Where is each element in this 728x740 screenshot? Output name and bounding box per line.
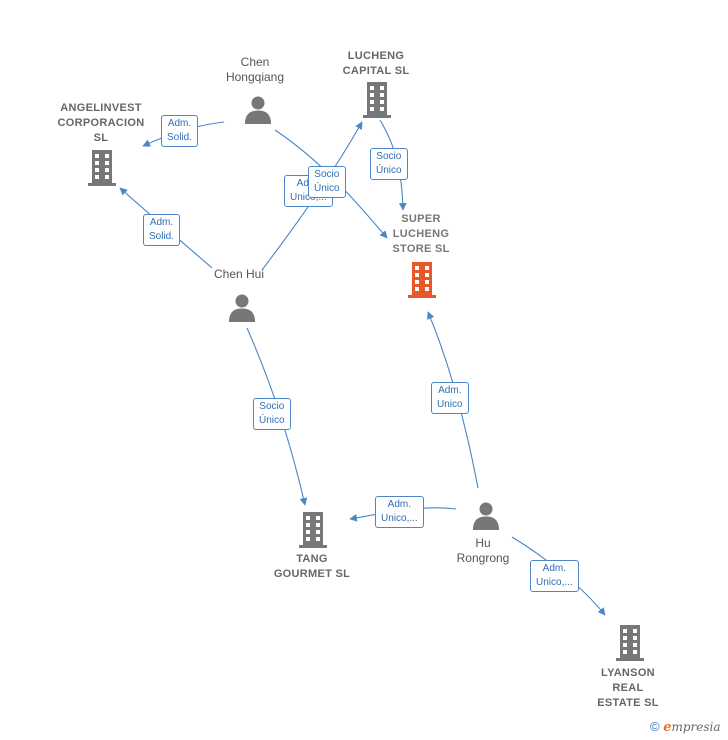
brand-name: mpresia [671, 720, 721, 734]
edge-label-line: Único [259, 415, 285, 426]
person-icon[interactable] [227, 292, 257, 322]
label-line: Chen [240, 55, 270, 69]
label-line: CORPORACION [57, 117, 145, 129]
label-line: ESTATE SL [597, 697, 659, 709]
node-label-chen-hui[interactable]: Chen Hui [214, 267, 264, 282]
label-line: CAPITAL SL [342, 65, 410, 77]
edge-label-adm-unico[interactable]: Adm. Unico,... [530, 560, 579, 592]
building-icon[interactable] [87, 150, 117, 186]
edge-label-line: Único [314, 183, 340, 194]
brand-logo-e: e [663, 720, 672, 735]
label-line: GOURMET SL [273, 568, 351, 580]
building-icon[interactable] [362, 82, 392, 118]
footer-brand: © empresia [650, 719, 721, 735]
edge-label-line: Socio [314, 169, 340, 180]
person-icon[interactable] [471, 500, 501, 530]
edge-label-line: Socio [259, 401, 285, 412]
edge-label-socio-unico[interactable]: Socio Único [253, 398, 291, 430]
label-line: LUCHENG [347, 50, 405, 62]
building-icon[interactable] [615, 625, 645, 661]
edge-label-line: Adm. [542, 563, 567, 574]
label-line: STORE SL [392, 243, 450, 255]
label-line: LYANSON [601, 667, 655, 679]
edge-label-socio-unico[interactable]: Socio Único [308, 166, 346, 198]
label-line: TANG [296, 553, 328, 565]
building-icon-focus[interactable] [407, 262, 437, 298]
edge-label-line: Solid. [149, 231, 175, 242]
edge-label-line: Adm. [438, 385, 462, 396]
label-line: SUPER [401, 213, 441, 225]
edge-label-socio-unico[interactable]: Socio Único [370, 148, 408, 180]
edge-label-line: Solid. [167, 132, 193, 143]
node-label-angelinvest[interactable]: ANGELINVEST CORPORACION SL [57, 101, 144, 146]
edge-label-line: Adm. [149, 217, 174, 228]
label-line: ANGELINVEST [60, 102, 142, 114]
edge-label-line: Adm. [387, 499, 412, 510]
edge-label-adm-solid[interactable]: Adm. Solid. [143, 214, 181, 246]
label-line: Hongqiang [225, 70, 285, 84]
copyright-icon: © [650, 719, 660, 734]
node-label-hu-rongrong[interactable]: Hu Rongrong [457, 536, 510, 566]
edge-label-adm-unico[interactable]: Adm. Unico,... [375, 496, 424, 528]
edge-label-line: Unico,... [381, 513, 418, 524]
node-label-lucheng-capital[interactable]: LUCHENG CAPITAL SL [343, 49, 410, 79]
label-line: Hu [475, 536, 491, 550]
node-label-super-lucheng[interactable]: SUPER LUCHENG STORE SL [392, 212, 449, 257]
label-line: LUCHENG [392, 228, 450, 240]
edge-label-line: Único [376, 165, 402, 176]
node-label-lyanson[interactable]: LYANSON REAL ESTATE SL [597, 666, 659, 711]
edge-label-line: Unico,... [536, 577, 573, 588]
label-line: Rongrong [456, 551, 510, 565]
label-line: Chen Hui [213, 267, 265, 281]
edge-label-adm-unico[interactable]: Adm. Unico [431, 382, 469, 414]
edge-label-line: Adm. [167, 118, 192, 129]
node-label-tang-gourmet[interactable]: TANG GOURMET SL [274, 552, 350, 582]
person-icon[interactable] [243, 94, 273, 124]
label-line: REAL [612, 682, 644, 694]
label-line: SL [93, 132, 109, 144]
building-icon[interactable] [298, 512, 328, 548]
edge-label-line: Unico [437, 399, 463, 410]
node-label-chen-hongqiang[interactable]: Chen Hongqiang [226, 55, 284, 85]
edge-label-line: Socio [376, 151, 402, 162]
edge-label-adm-solid[interactable]: Adm. Solid. [161, 115, 199, 147]
